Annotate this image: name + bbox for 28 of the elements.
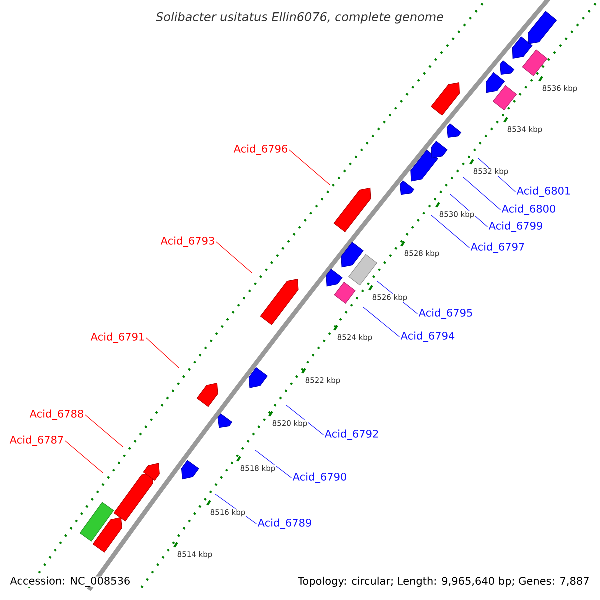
leader-line [462,176,501,210]
leader-line [254,450,292,478]
gene-label: Acid_6788 [30,410,84,420]
leader-line [450,194,488,228]
title: Solibacter usitatus Ellin6076, complete genome [156,12,444,24]
leader-line [146,338,180,368]
gene-label: Acid_6793 [160,236,214,248]
gene-label: Acid_6791 [90,332,144,344]
leader-line [286,404,324,436]
footer-text: Topology: circular; Length: 9,965,640 bp; Genes: 7,887 [298,576,590,588]
gene-label: Acid_6789 [258,518,312,530]
footer-text: Accession: NC_008536 [10,576,131,588]
leader-line [65,440,104,474]
gene-label: Acid_6790 [292,472,346,484]
leader-line [430,214,470,248]
leader-line [85,414,124,448]
leader-line [216,242,252,274]
gene-label: Acid_6794 [400,332,455,342]
gene-label: Acid_6787 [10,436,64,446]
gene-label: Acid_6800 [502,204,556,216]
gene-label: Acid_6796 [234,144,288,156]
gene-label: Acid_6797 [470,242,524,254]
gene-label: Acid_6795 [418,308,472,320]
gene-label: Acid_6799 [488,222,542,232]
leader-line [289,150,330,186]
gene-label: Acid_6792 [324,430,378,440]
leader-line [362,306,400,338]
gene-label: Acid_6801 [516,186,570,198]
